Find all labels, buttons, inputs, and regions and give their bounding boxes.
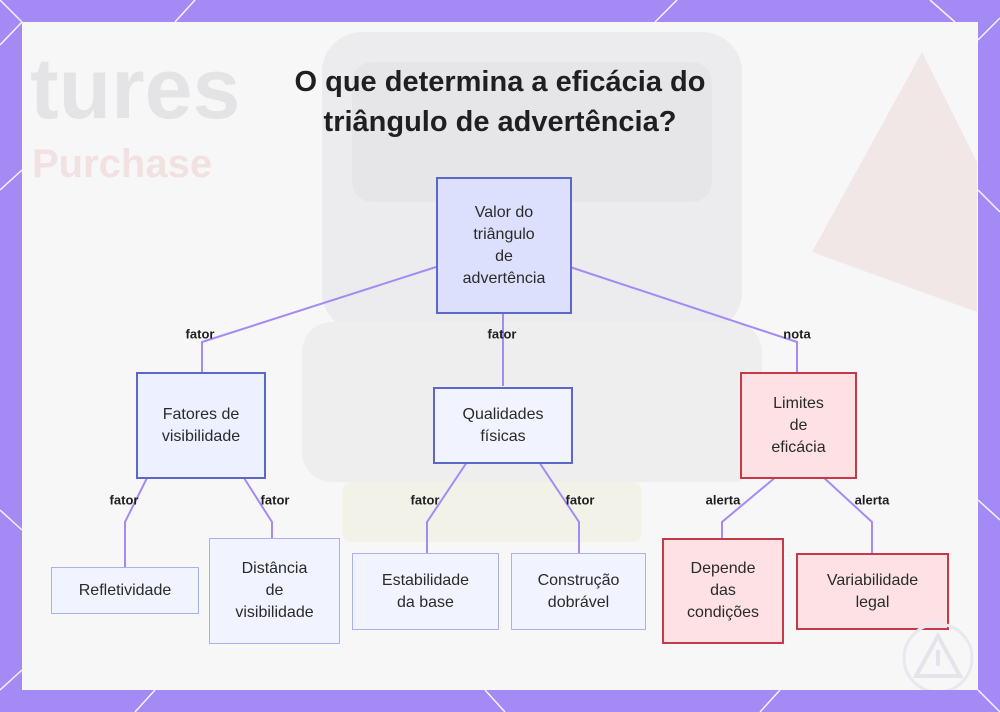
node-base-stability: Estabilidade da base [352,553,499,630]
edge-root-visibility [202,267,436,374]
edge-label-lim-conditions: alerta [706,493,741,508]
edge-phys-stability [427,462,467,553]
edge-label-phys-stability: fator [411,493,440,508]
edge-label-root-limits: nota [783,327,810,342]
edge-label-root-visibility: fator [186,327,215,342]
edge-lim-legal [822,476,872,553]
node-depends-on-conditions-label: Depende das condições [687,558,759,624]
triangle-logo-icon [902,622,974,690]
edge-label-lim-legal: alerta [855,493,890,508]
node-legal-variability: Variabilidade legal [796,553,949,630]
edge-label-phys-folding: fator [566,493,595,508]
edge-label-vis-distance: fator [261,493,290,508]
edge-phys-folding [539,462,579,553]
node-folding-construction-label: Construção dobrável [538,570,620,614]
node-efficacy-limits: Limites de eficácia [740,372,857,479]
node-root-label: Valor do triângulo de advertência [463,202,546,290]
node-root: Valor do triângulo de advertência [436,177,572,314]
node-visibility-factors-label: Fatores de visibilidade [162,404,240,448]
edge-vis-reflectivity [125,478,147,568]
edge-label-root-physical: fator [488,327,517,342]
node-depends-on-conditions: Depende das condições [662,538,784,644]
node-visibility-distance: Distância de visibilidade [209,538,340,644]
node-physical-qualities: Qualidades físicas [433,387,573,464]
edge-vis-distance [244,478,272,538]
node-visibility-distance-label: Distância de visibilidade [235,558,313,624]
node-reflectivity-label: Refletividade [79,580,172,602]
node-folding-construction: Construção dobrável [511,553,646,630]
node-base-stability-label: Estabilidade da base [382,570,469,614]
node-physical-qualities-label: Qualidades físicas [463,404,544,448]
node-efficacy-limits-label: Limites de eficácia [771,393,825,459]
node-visibility-factors: Fatores de visibilidade [136,372,266,479]
node-reflectivity: Refletividade [51,567,199,614]
edge-label-vis-reflectivity: fator [110,493,139,508]
edge-root-limits [570,267,797,374]
diagram-canvas: tures Purchase O que determina a eficáci… [22,22,978,690]
node-legal-variability-label: Variabilidade legal [827,570,918,614]
